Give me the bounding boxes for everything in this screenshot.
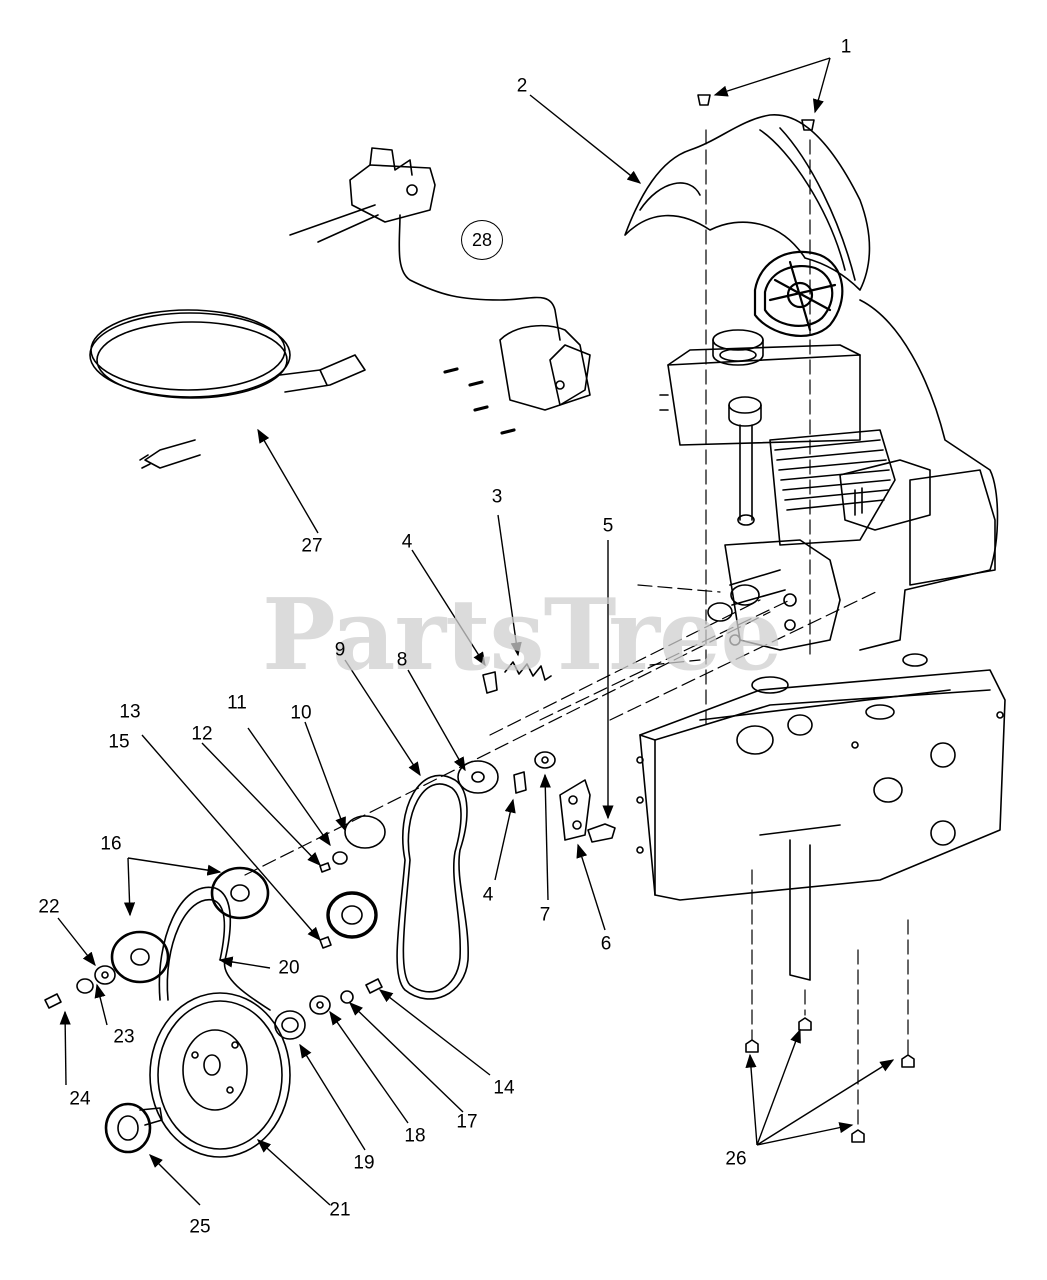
engine-body (659, 299, 999, 651)
callout-9: 9 (334, 639, 346, 661)
frame-housing (636, 653, 1006, 981)
callout-16: 16 (100, 833, 122, 855)
belt-9 (396, 774, 469, 1000)
callout-19: 19 (353, 1152, 375, 1174)
leader-lines (57, 57, 895, 1206)
callout-13: 13 (119, 701, 141, 723)
callout-6: 6 (600, 933, 612, 955)
top-screws (697, 94, 815, 131)
callout-3: 3 (491, 486, 503, 508)
callout-26: 26 (725, 1148, 747, 1170)
frame-bolts (745, 1017, 915, 1143)
callout-15: 15 (108, 731, 130, 753)
callout-12: 12 (191, 723, 213, 745)
recoil-starter (753, 250, 844, 337)
callout-28: 28 (471, 229, 493, 250)
callout-25: 25 (189, 1216, 211, 1238)
electric-starter (289, 147, 591, 435)
callout-24: 24 (69, 1088, 91, 1110)
assembly-centerlines (244, 129, 909, 1131)
auger-pulleys (44, 866, 383, 1158)
callout-5: 5 (602, 515, 614, 537)
callout-23: 23 (113, 1026, 135, 1048)
callout-4-lower: 4 (482, 884, 494, 906)
callout-14: 14 (493, 1077, 515, 1099)
callout-17: 17 (456, 1111, 478, 1133)
callout-10: 10 (290, 702, 312, 724)
idler-hardware (457, 661, 616, 843)
callout-8: 8 (396, 649, 408, 671)
callout-4-upper: 4 (401, 531, 413, 553)
callout-27: 27 (301, 535, 323, 557)
callout-1: 1 (840, 36, 852, 58)
extension-cord (89, 309, 366, 469)
callout-22: 22 (38, 896, 60, 918)
callout-2: 2 (516, 75, 528, 97)
callout-28-circle: 28 (461, 220, 503, 260)
callout-7: 7 (539, 904, 551, 926)
callout-11: 11 (227, 692, 247, 714)
engine-shroud (624, 114, 871, 291)
watermark: PartsTree (262, 578, 783, 693)
callout-18: 18 (404, 1125, 426, 1147)
drive-pulleys (319, 815, 386, 949)
callout-21: 21 (329, 1199, 351, 1221)
callout-20: 20 (278, 957, 300, 979)
